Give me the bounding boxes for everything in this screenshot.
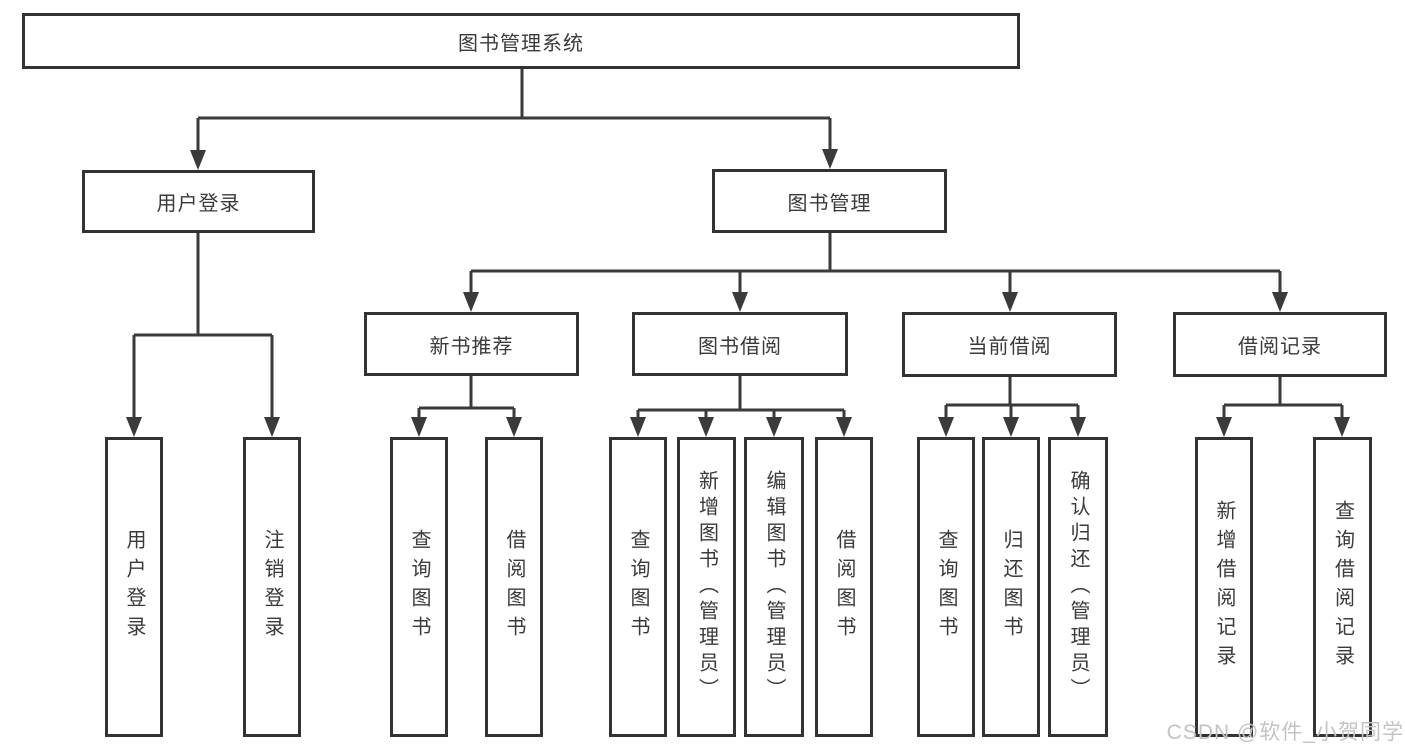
csdn-watermark: CSDN @软件_小贺同学 [1166, 721, 1404, 744]
leaf-label: 注销登录 [261, 529, 283, 645]
leaf-label: 借阅图书 [833, 529, 855, 645]
leaf-logout: 注销登录 [243, 437, 301, 737]
node-borrow-records: 借阅记录 [1173, 312, 1387, 377]
leaf-label: 用户登录 [123, 529, 145, 645]
leaf-query-borrow-record: 查询借阅记录 [1313, 437, 1372, 737]
leaf-add-borrow-record: 新增借阅记录 [1195, 437, 1253, 737]
leaf-query-books-current: 查询图书 [917, 437, 975, 737]
arrowheads [126, 149, 1350, 437]
leaf-borrow-books-recommend: 借阅图书 [485, 437, 543, 737]
leaf-return-books: 归还图书 [982, 437, 1040, 737]
leaf-label: 归还图书 [1000, 529, 1022, 645]
leaf-label: 新增图书（管理员） [695, 470, 718, 704]
leaf-label: 借阅图书 [503, 529, 525, 645]
node-user-login: 用户登录 [82, 170, 315, 233]
tree-edges [132, 69, 1344, 420]
leaf-edit-books-admin: 编辑图书（管理员） [744, 437, 804, 737]
leaf-user-login: 用户登录 [105, 437, 163, 737]
leaf-label: 新增借阅记录 [1213, 500, 1235, 674]
leaf-label: 确认归还（管理员） [1067, 470, 1089, 704]
leaf-add-books-admin: 新增图书（管理员） [677, 437, 736, 737]
node-root-library-system: 图书管理系统 [22, 13, 1020, 69]
leaf-borrow-books: 借阅图书 [815, 437, 873, 737]
leaf-label: 查询图书 [627, 529, 649, 645]
node-book-management: 图书管理 [712, 169, 947, 233]
leaf-query-books-borrow: 查询图书 [609, 437, 667, 737]
leaf-query-books-recommend: 查询图书 [390, 437, 448, 737]
node-current-borrow: 当前借阅 [902, 312, 1117, 377]
leaf-label: 查询图书 [935, 529, 957, 645]
leaf-label: 编辑图书（管理员） [763, 470, 785, 704]
leaf-label: 查询图书 [408, 529, 430, 645]
node-new-book-recommend: 新书推荐 [364, 312, 579, 376]
node-book-borrow: 图书借阅 [632, 312, 848, 376]
leaf-label: 查询借阅记录 [1331, 500, 1354, 674]
leaf-confirm-return-admin: 确认归还（管理员） [1048, 437, 1108, 737]
